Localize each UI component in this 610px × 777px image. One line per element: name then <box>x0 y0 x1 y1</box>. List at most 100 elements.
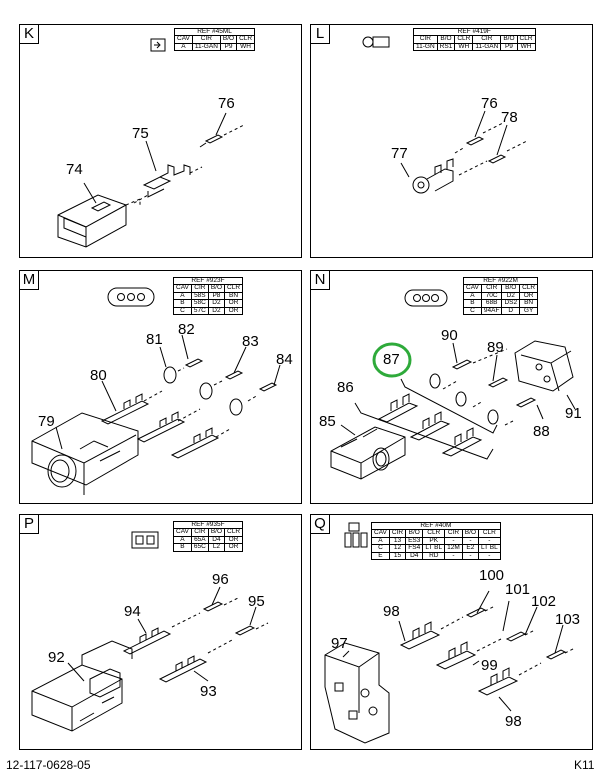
col-header: CIR <box>413 35 438 44</box>
panel-n-diagram <box>330 289 576 480</box>
callout-98: 98 <box>383 603 400 620</box>
table-cell: RD <box>422 551 446 561</box>
panel-letter: M <box>20 271 39 290</box>
panel-k: K REF #45ML <box>19 24 302 258</box>
table-cell: FS4 <box>405 544 424 553</box>
table-cell: 11-GAN <box>191 42 221 52</box>
col-header: CLR <box>454 35 474 44</box>
panel-p: P REF #935F CAV <box>19 514 302 750</box>
table-cell: 11-GN <box>413 42 438 52</box>
table-cell: P9 <box>500 42 518 52</box>
callout-77: 77 <box>391 145 408 162</box>
table-cell: WH <box>454 42 474 52</box>
callout-97: 97 <box>331 635 348 652</box>
multi-terminal-connector-icon <box>344 522 368 548</box>
table-cell: 12 <box>388 544 407 553</box>
callout-103: 103 <box>555 611 581 628</box>
panel-letter: N <box>311 271 330 290</box>
table-cell: 57C <box>190 306 209 316</box>
callout-87: 87 <box>383 351 400 368</box>
ref-title: REF #935F <box>172 520 244 530</box>
callout-88: 88 <box>533 423 550 440</box>
reference-table: REF #45ML CAV CIR B/O CLR A 11-GAN P9 WH <box>173 27 256 52</box>
col-header: B/O <box>207 284 226 293</box>
table-cell: D <box>501 306 521 316</box>
part-number: 12-117-0628-05 <box>6 758 91 772</box>
ref-title: REF #419F <box>413 27 536 37</box>
callout-96: 96 <box>212 571 229 588</box>
table-cell: 94AF <box>480 306 503 316</box>
panel-p-diagram <box>31 531 269 732</box>
panel-n: N <box>310 270 593 504</box>
ring-terminal-icon <box>362 36 374 48</box>
callout-78: 78 <box>501 109 518 126</box>
callout-76: 76 <box>218 95 235 112</box>
col-header: CLR <box>519 284 539 293</box>
callout-90: 90 <box>441 327 458 344</box>
table-cell: D2 <box>207 306 226 316</box>
callout-79: 79 <box>38 413 55 430</box>
callout-82: 82 <box>178 321 195 338</box>
callout-74: 74 <box>66 161 83 178</box>
table-cell: LT BL <box>478 544 501 553</box>
table-cell: A <box>174 42 193 52</box>
panel-letter: L <box>311 25 330 44</box>
callout-89: 89 <box>487 339 504 356</box>
callout-80: 80 <box>90 367 107 384</box>
reference-table: REF #922M CAV CIR B/O CLR A 70C D2 OR B … <box>462 276 539 316</box>
table-cell: WH <box>236 42 256 52</box>
table-cell: GY <box>519 306 539 316</box>
panel-q-diagram <box>324 522 576 744</box>
ref-title: REF #922M <box>462 276 539 286</box>
two-cavity-connector-icon <box>131 531 159 549</box>
panel-letter: K <box>20 25 39 44</box>
table-cell: C <box>463 306 482 316</box>
table-cell: BN <box>224 291 244 301</box>
reference-table: REF #40M CAV CIR B/O CLR CIR B/O CLR A 1… <box>371 521 501 561</box>
table-cell: 15 <box>388 551 407 561</box>
panel-k-diagram <box>57 38 245 248</box>
table-cell: LT BL <box>422 544 446 553</box>
col-header: CLR <box>224 284 244 293</box>
table-cell: RS1 <box>436 42 456 52</box>
callout-98-lower: 98 <box>505 713 522 730</box>
table-cell: BN <box>519 299 539 308</box>
table-cell: E <box>371 551 390 561</box>
table-cell: C <box>173 306 192 316</box>
table-cell: WH <box>516 42 536 52</box>
table-cell: B <box>173 299 192 308</box>
panel-m: M <box>19 270 302 504</box>
table-cell: - <box>478 551 501 561</box>
table-cell: E2 <box>461 544 480 553</box>
callout-76: 76 <box>481 95 498 112</box>
callout-81: 81 <box>146 331 163 348</box>
table-cell: - <box>461 551 480 561</box>
callout-94: 94 <box>124 603 141 620</box>
table-cell: OR <box>224 299 244 308</box>
table-cell: P8 <box>207 291 226 301</box>
callout-95: 95 <box>248 593 265 610</box>
col-header: CLR <box>236 35 256 44</box>
col-header: CLR <box>516 35 536 44</box>
reference-table: REF #419F CIR B/O CLR CIR B/O CLR 11-GN … <box>413 27 536 52</box>
panel-l: L REF #419F CIR B/O CLR CIR B/ <box>310 24 593 258</box>
connector-icon <box>150 38 166 52</box>
table-cell: - <box>444 551 463 561</box>
table-cell: C <box>371 544 390 553</box>
three-cavity-connector-icon <box>404 289 448 307</box>
ref-title: REF #923F <box>172 276 244 286</box>
table-cell: OR <box>224 543 244 552</box>
table-cell: OR <box>519 291 539 301</box>
highlight-circle <box>372 342 412 378</box>
col-header: B/O <box>219 35 238 44</box>
col-header: CAV <box>463 284 482 293</box>
table-cell: A <box>463 291 482 301</box>
table-cell: D4 <box>405 551 424 561</box>
callout-101: 101 <box>505 581 531 598</box>
col-header: B/O <box>500 35 518 44</box>
callout-102: 102 <box>531 593 557 610</box>
callout-91: 91 <box>565 405 582 422</box>
table-cell: OR <box>224 306 244 316</box>
reference-table: REF #935F CAV CIR B/O CLR A 65A D4 OR B … <box>172 520 244 552</box>
panel-letter: Q <box>311 515 330 534</box>
